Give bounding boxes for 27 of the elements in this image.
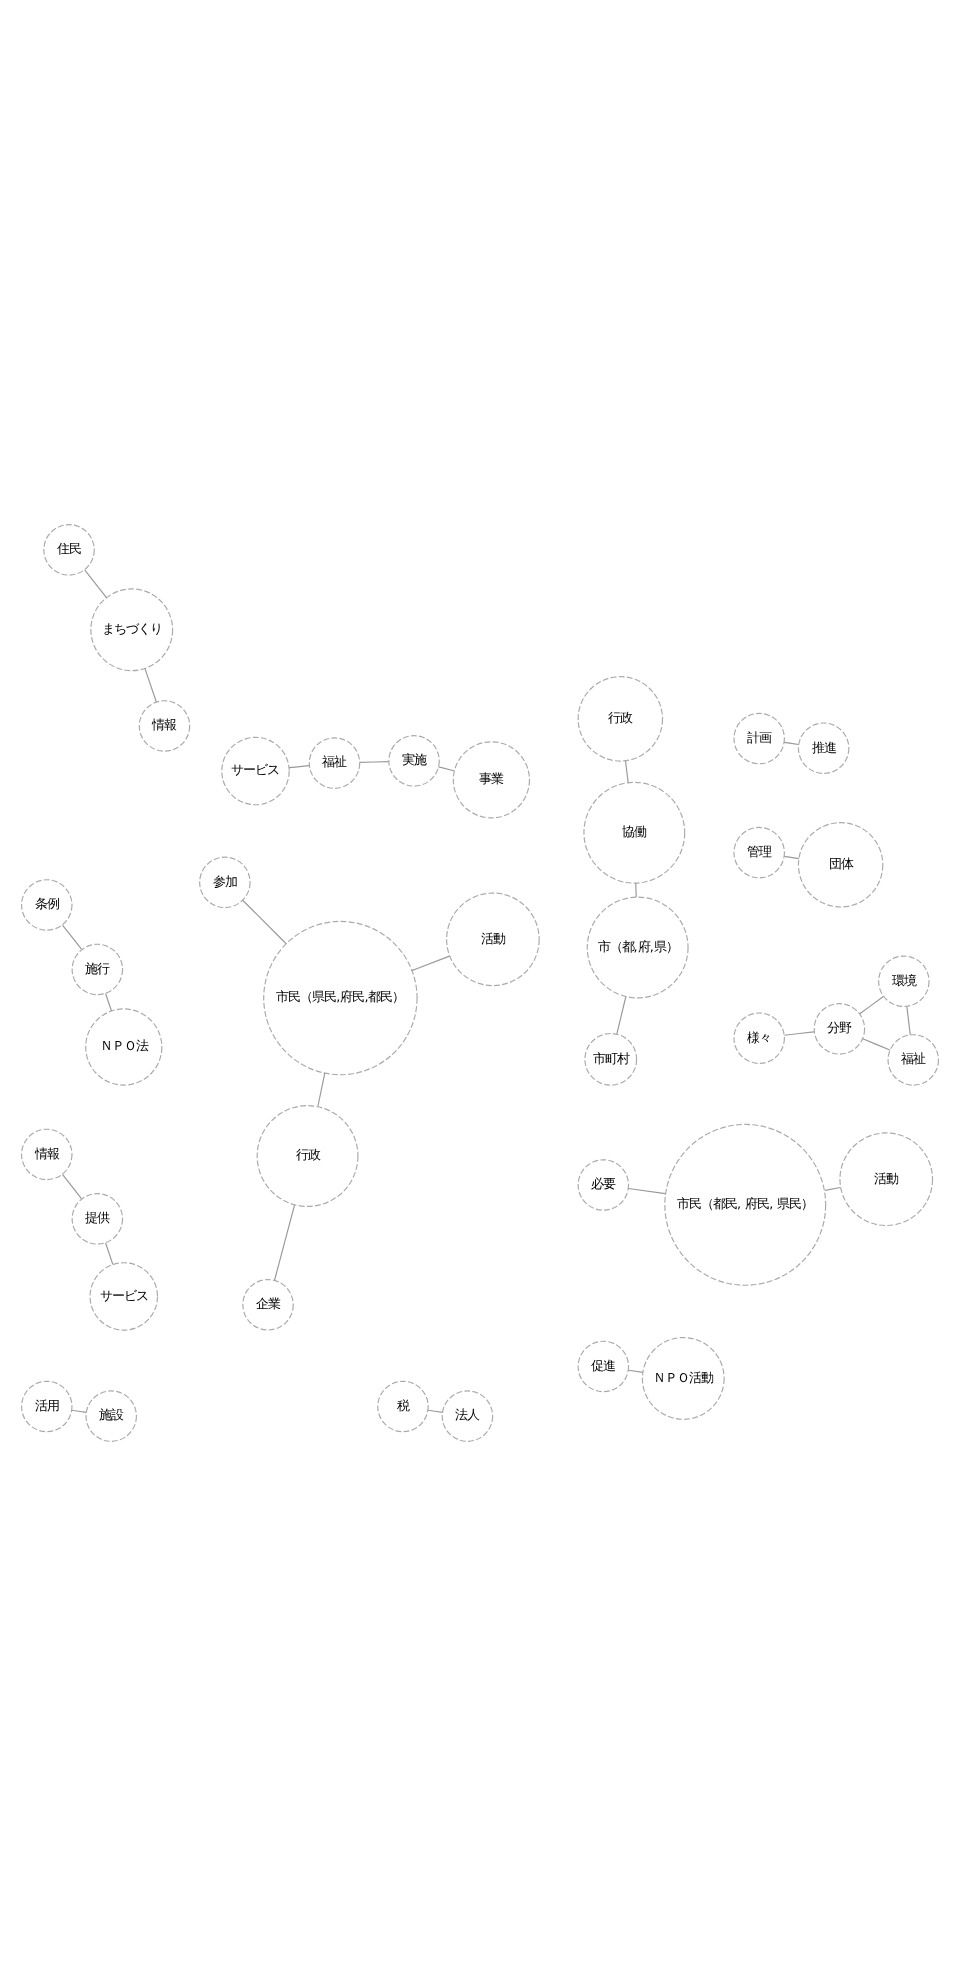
connector xyxy=(824,1186,842,1191)
connector xyxy=(273,1204,296,1281)
connector xyxy=(359,761,390,763)
connector xyxy=(144,667,157,703)
connector xyxy=(784,1031,815,1036)
connector xyxy=(288,765,310,769)
connector xyxy=(427,1409,443,1413)
connector xyxy=(616,996,627,1035)
connector xyxy=(624,760,629,783)
connector xyxy=(104,992,113,1012)
connector xyxy=(61,1173,83,1200)
connector xyxy=(71,1409,87,1413)
connector xyxy=(104,1242,114,1265)
connector xyxy=(783,741,800,746)
connector xyxy=(438,766,455,772)
connector xyxy=(783,855,800,860)
connector xyxy=(317,1072,326,1108)
connector xyxy=(242,899,287,945)
connector xyxy=(859,995,884,1015)
connector xyxy=(84,569,108,599)
connector xyxy=(628,1369,644,1373)
connector xyxy=(411,955,450,972)
connector xyxy=(635,882,637,898)
connector xyxy=(61,924,83,950)
connector xyxy=(627,1187,666,1195)
connector xyxy=(906,1006,911,1036)
connector xyxy=(862,1038,891,1051)
